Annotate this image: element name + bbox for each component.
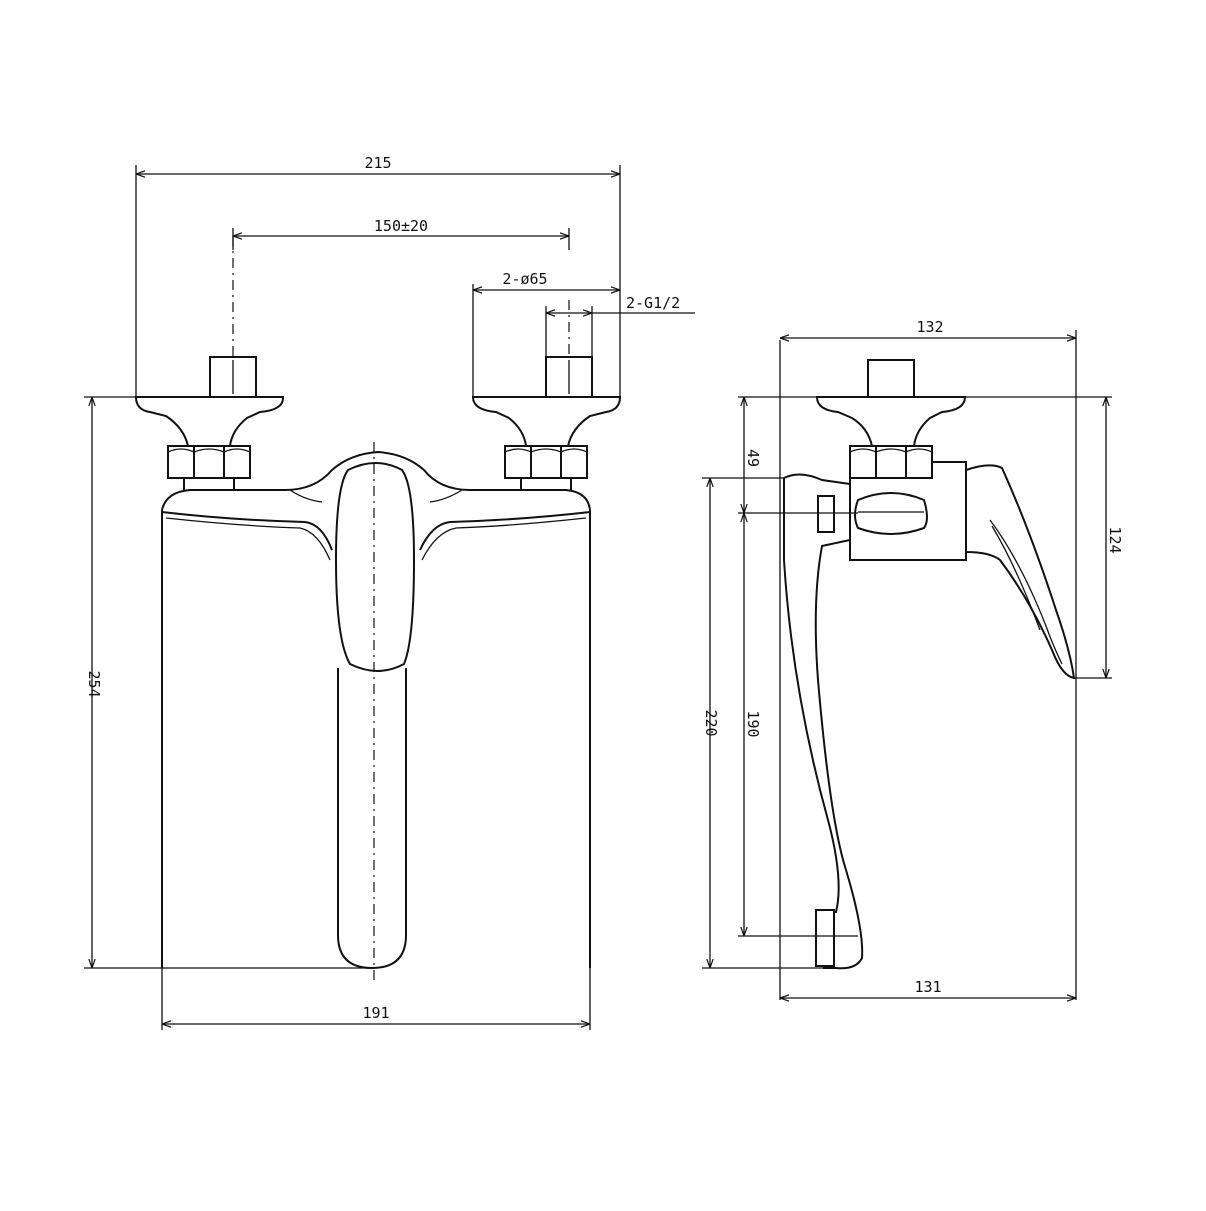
side-inlet-thread (867, 359, 915, 398)
mixer-body (161, 450, 591, 511)
side-lever (965, 464, 1076, 680)
dim-handle-height: 124 (1106, 526, 1124, 553)
front-view: 215 150±20 2-ø65 2-G1/2 254 191 (84, 154, 695, 1030)
right-flange (471, 396, 622, 447)
dim-depth-bottom: 131 (914, 978, 941, 996)
spout (337, 668, 407, 970)
side-spout (783, 473, 864, 970)
lever-handle (334, 462, 416, 672)
dim-thread: 2-G1/2 (626, 294, 680, 312)
dim-outlet-height: 190 (744, 710, 762, 737)
left-flange (134, 396, 285, 447)
dim-overall-width: 215 (364, 154, 391, 172)
side-nut (849, 445, 933, 479)
dim-height: 254 (85, 670, 103, 697)
dim-outlet-offset: 49 (744, 449, 762, 467)
dim-center-distance: 150±20 (374, 217, 428, 235)
left-nut (167, 445, 251, 479)
dim-depth-top: 132 (916, 318, 943, 336)
side-outlet-collar (817, 495, 835, 533)
side-outlet-nozzle (815, 909, 835, 967)
side-view: 132 131 124 49 220 190 (702, 318, 1124, 1000)
dim-spout-height: 220 (702, 709, 720, 736)
right-nut (504, 445, 588, 479)
dim-flange-diameter: 2-ø65 (502, 270, 547, 288)
dim-body-width: 191 (362, 1004, 389, 1022)
side-flange (815, 396, 967, 447)
